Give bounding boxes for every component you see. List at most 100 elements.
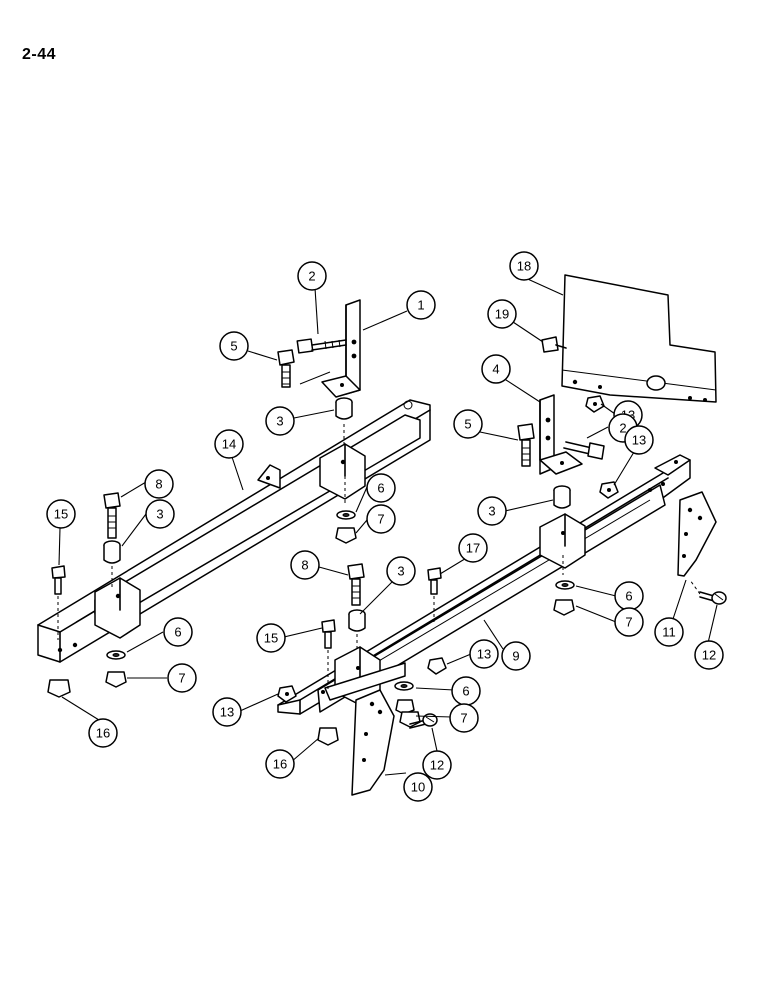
bushing-part-3-b — [103, 540, 121, 564]
callout-4: 4 — [481, 354, 511, 384]
callout-13: 13 — [212, 697, 242, 727]
svg-text:7: 7 — [178, 671, 185, 686]
callout-14: 14 — [214, 429, 244, 459]
bolt-part-2-left — [296, 338, 347, 354]
bolt-part-5-left — [277, 349, 295, 388]
svg-text:11: 11 — [662, 625, 676, 640]
svg-text:1: 1 — [417, 298, 424, 313]
callout-13: 13 — [624, 425, 654, 455]
callout-7: 7 — [167, 663, 197, 693]
bolt-part-15-left — [51, 565, 66, 595]
svg-text:18: 18 — [517, 259, 531, 274]
svg-text:3: 3 — [276, 414, 283, 429]
svg-text:6: 6 — [625, 589, 632, 604]
plate-part-10 — [351, 689, 395, 796]
bushing-part-3-d — [348, 609, 366, 632]
svg-text:2: 2 — [619, 421, 626, 436]
svg-text:14: 14 — [222, 437, 236, 452]
shield-part-18 — [561, 274, 717, 403]
svg-text:16: 16 — [273, 757, 287, 772]
bracket-part-4 — [539, 394, 583, 475]
bushing-part-3-a — [335, 397, 353, 420]
svg-text:8: 8 — [155, 477, 162, 492]
svg-text:15: 15 — [264, 631, 278, 646]
bolt-part-8-left — [103, 492, 121, 539]
callout-2: 2 — [297, 261, 327, 291]
callout-3: 3 — [145, 499, 175, 529]
svg-text:6: 6 — [462, 684, 469, 699]
svg-text:5: 5 — [230, 339, 237, 354]
callout-17: 17 — [458, 533, 488, 563]
callout-7: 7 — [449, 703, 479, 733]
callout-6: 6 — [163, 617, 193, 647]
bolt-part-19 — [541, 336, 567, 353]
page-number: 2-44 — [22, 46, 57, 63]
svg-text:9: 9 — [512, 649, 519, 664]
callout-7: 7 — [614, 607, 644, 637]
bracket-part-1 — [321, 299, 361, 398]
washer-part-6-a — [336, 510, 356, 520]
callout-6: 6 — [451, 676, 481, 706]
nut-part-13-c — [427, 657, 447, 675]
callout-7: 7 — [366, 504, 396, 534]
bolt-part-8-middle — [347, 563, 365, 606]
washer-part-6-c — [555, 580, 575, 590]
bolt-part-2-right — [563, 441, 605, 460]
svg-text:6: 6 — [174, 625, 181, 640]
washer-part-6-b — [106, 650, 126, 660]
nut-part-13-b — [599, 481, 619, 499]
callout-18: 18 — [509, 251, 539, 281]
callout-6: 6 — [366, 473, 396, 503]
callout-10: 10 — [403, 772, 433, 802]
svg-text:7: 7 — [625, 615, 632, 630]
svg-text:13: 13 — [220, 705, 234, 720]
callout-8: 8 — [290, 550, 320, 580]
callout-11: 11 — [654, 617, 684, 647]
callout-5: 5 — [453, 409, 483, 439]
nut-part-16-b — [317, 727, 339, 746]
nut-part-13-a — [585, 395, 605, 413]
left-rail-part-14 — [37, 399, 431, 663]
nut-part-7-a — [335, 527, 357, 544]
washer-part-6-d — [394, 681, 414, 691]
callout-12: 12 — [694, 640, 724, 670]
svg-text:13: 13 — [632, 433, 646, 448]
svg-text:3: 3 — [156, 507, 163, 522]
nut-part-13-d — [277, 685, 297, 703]
callout-3: 3 — [477, 496, 507, 526]
svg-text:4: 4 — [492, 362, 499, 377]
callout-13: 13 — [469, 639, 499, 669]
svg-text:15: 15 — [54, 507, 68, 522]
svg-text:5: 5 — [464, 417, 471, 432]
callout-6: 6 — [614, 581, 644, 611]
callout-3: 3 — [265, 406, 295, 436]
svg-text:12: 12 — [430, 758, 444, 773]
svg-text:10: 10 — [411, 780, 425, 795]
callout-1: 1 — [406, 290, 436, 320]
callout-16: 16 — [88, 718, 118, 748]
svg-text:12: 12 — [702, 648, 716, 663]
nut-part-16-a — [47, 679, 71, 698]
svg-text:2: 2 — [308, 269, 315, 284]
bolt-part-15-middle — [321, 619, 336, 649]
callout-15: 15 — [46, 499, 76, 529]
svg-text:16: 16 — [96, 726, 110, 741]
svg-text:3: 3 — [397, 564, 404, 579]
svg-text:13: 13 — [477, 647, 491, 662]
callout-5: 5 — [219, 331, 249, 361]
nut-part-7-b — [105, 671, 127, 688]
bushing-part-3-c — [553, 485, 571, 509]
callout-9: 9 — [501, 641, 531, 671]
bolt-part-5-right — [517, 423, 535, 467]
bolt-part-12-upper — [699, 591, 727, 605]
svg-text:17: 17 — [466, 541, 480, 556]
plate-part-11 — [677, 491, 717, 577]
svg-text:3: 3 — [488, 504, 495, 519]
svg-text:8: 8 — [301, 558, 308, 573]
callout-12: 12 — [422, 750, 452, 780]
callout-8: 8 — [144, 469, 174, 499]
nut-part-7-d — [395, 699, 421, 728]
svg-text:7: 7 — [377, 512, 384, 527]
svg-text:7: 7 — [460, 711, 467, 726]
